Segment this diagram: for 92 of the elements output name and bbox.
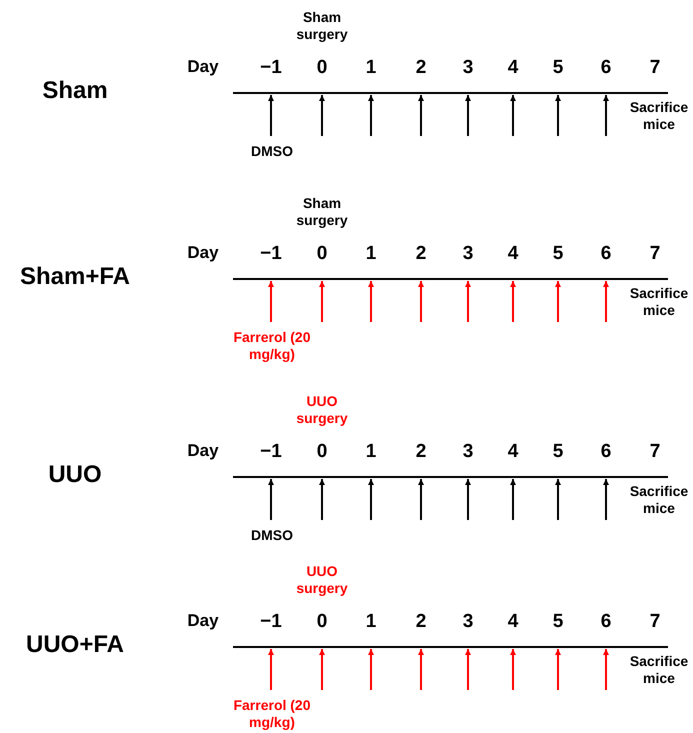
day-number: 5 [552,243,564,266]
treatment-label: Farrerol (20 mg/kg) [232,697,312,731]
day-number: 6 [600,611,612,634]
day-number: 4 [506,611,520,634]
day-number: −1 [259,57,283,80]
arrow [510,479,516,520]
day-number: −1 [259,611,283,634]
arrow [368,95,374,136]
arrow [319,479,325,520]
axis-title: Day [186,57,220,78]
day-number: 0 [316,57,328,80]
arrow [368,649,374,690]
surgery-label: UUO surgery [295,563,349,597]
arrow [465,649,471,690]
arrow [268,649,274,690]
group-name: UUO [47,461,103,490]
arrow [418,281,424,322]
day-number: 3 [462,57,474,80]
day-number: −1 [259,441,283,464]
surgery-label: UUO surgery [295,393,349,427]
arrow [510,281,516,322]
sacrifice-label: Sacrifice mice [628,99,690,133]
day-number: 2 [414,441,428,464]
day-number: 7 [648,441,662,464]
sacrifice-label: Sacrifice mice [628,483,690,517]
day-number: 0 [316,441,328,464]
day-number: 6 [600,243,612,266]
arrow [603,649,609,690]
sacrifice-label: Sacrifice mice [628,653,690,687]
treatment-label: Farrerol (20 mg/kg) [232,329,312,363]
timeline-axis [233,278,668,280]
day-number: 2 [414,243,428,266]
day-number: 1 [364,611,378,634]
arrow [603,281,609,322]
axis-title: Day [186,243,220,264]
timeline-axis [233,476,668,478]
arrow [319,281,325,322]
group-name: Sham [41,77,109,106]
day-number: 0 [316,243,328,266]
day-number: 1 [364,57,378,80]
arrow [510,95,516,136]
day-number: 4 [506,441,520,464]
surgery-label: Sham surgery [295,195,349,229]
day-number: 4 [506,57,520,80]
arrow [555,479,561,520]
sacrifice-label: Sacrifice mice [628,285,690,319]
arrow [268,95,274,136]
day-number: 6 [600,441,612,464]
arrow [418,649,424,690]
day-number: 3 [462,243,474,266]
arrow [418,479,424,520]
axis-title: Day [186,611,220,632]
day-number: 7 [648,243,662,266]
arrow [465,95,471,136]
group-name: UUO+FA [24,631,125,660]
treatment-label: DMSO [250,143,294,160]
day-number: 3 [462,441,474,464]
arrow [555,281,561,322]
arrow [268,479,274,520]
day-number: 1 [364,441,378,464]
arrow [555,649,561,690]
arrow [603,479,609,520]
day-number: 7 [648,57,662,80]
arrow [510,649,516,690]
arrow [603,95,609,136]
day-number: 7 [648,611,662,634]
axis-title: Day [186,441,220,462]
arrow [418,95,424,136]
arrow [465,479,471,520]
arrow [368,479,374,520]
day-number: 6 [600,57,612,80]
arrow [465,281,471,322]
surgery-label: Sham surgery [295,9,349,43]
timeline-axis [233,646,668,648]
treatment-label: DMSO [250,527,294,544]
day-number: 1 [364,243,378,266]
arrow [555,95,561,136]
timeline-axis [233,92,668,94]
day-number: 2 [414,57,428,80]
arrow [268,281,274,322]
day-number: 0 [316,611,328,634]
day-number: 3 [462,611,474,634]
arrow [319,649,325,690]
day-number: −1 [259,243,283,266]
group-name: Sham+FA [18,263,132,292]
arrow [368,281,374,322]
day-number: 5 [552,57,564,80]
arrow [319,95,325,136]
day-number: 5 [552,611,564,634]
day-number: 2 [414,611,428,634]
day-number: 5 [552,441,564,464]
day-number: 4 [506,243,520,266]
